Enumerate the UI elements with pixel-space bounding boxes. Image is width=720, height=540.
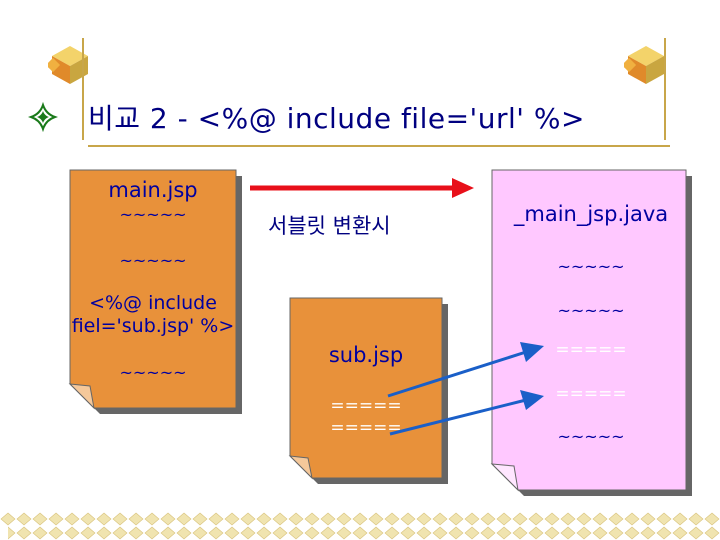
java-filename: _main_jsp.java (513, 202, 669, 226)
main-jsp-java-document (490, 169, 692, 496)
cube-decoration-icon (624, 46, 664, 84)
sub-jsp-document (288, 297, 448, 484)
conversion-arrow (250, 178, 474, 198)
title-underline (88, 145, 670, 147)
servlet-conversion-label: 서블릿 변환시 (268, 214, 391, 238)
diamond-bullet-icon (28, 102, 58, 132)
java-line: ~~~~~ (557, 301, 625, 320)
include-arrows (387, 342, 544, 436)
main-jsp-line: ~~~~~ (119, 205, 187, 224)
main-jsp-filename: main.jsp (108, 178, 198, 202)
main-jsp-line: ~~~~~ (119, 363, 187, 382)
sub-jsp-line: ===== (330, 396, 402, 416)
main-jsp-line: ~~~~~ (119, 251, 187, 270)
java-line: ~~~~~ (557, 257, 625, 276)
bottom-decoration-strip (0, 512, 720, 540)
decorative-vertical-line (82, 38, 84, 140)
main-jsp-include-directive: <%@ include (89, 292, 217, 314)
java-line: ~~~~~ (557, 427, 625, 446)
java-included-line: ===== (555, 340, 627, 360)
cube-decoration-icon (48, 46, 88, 84)
main-jsp-document (68, 169, 242, 414)
java-included-line: ===== (555, 384, 627, 404)
sub-jsp-filename: sub.jsp (328, 343, 404, 367)
decorative-vertical-line (664, 38, 666, 140)
slide-title: 비교 2 - <%@ include file='url' %> (88, 102, 585, 135)
sub-jsp-line: ===== (330, 418, 402, 438)
main-jsp-include-directive: fiel='sub.jsp' %> (71, 315, 235, 337)
